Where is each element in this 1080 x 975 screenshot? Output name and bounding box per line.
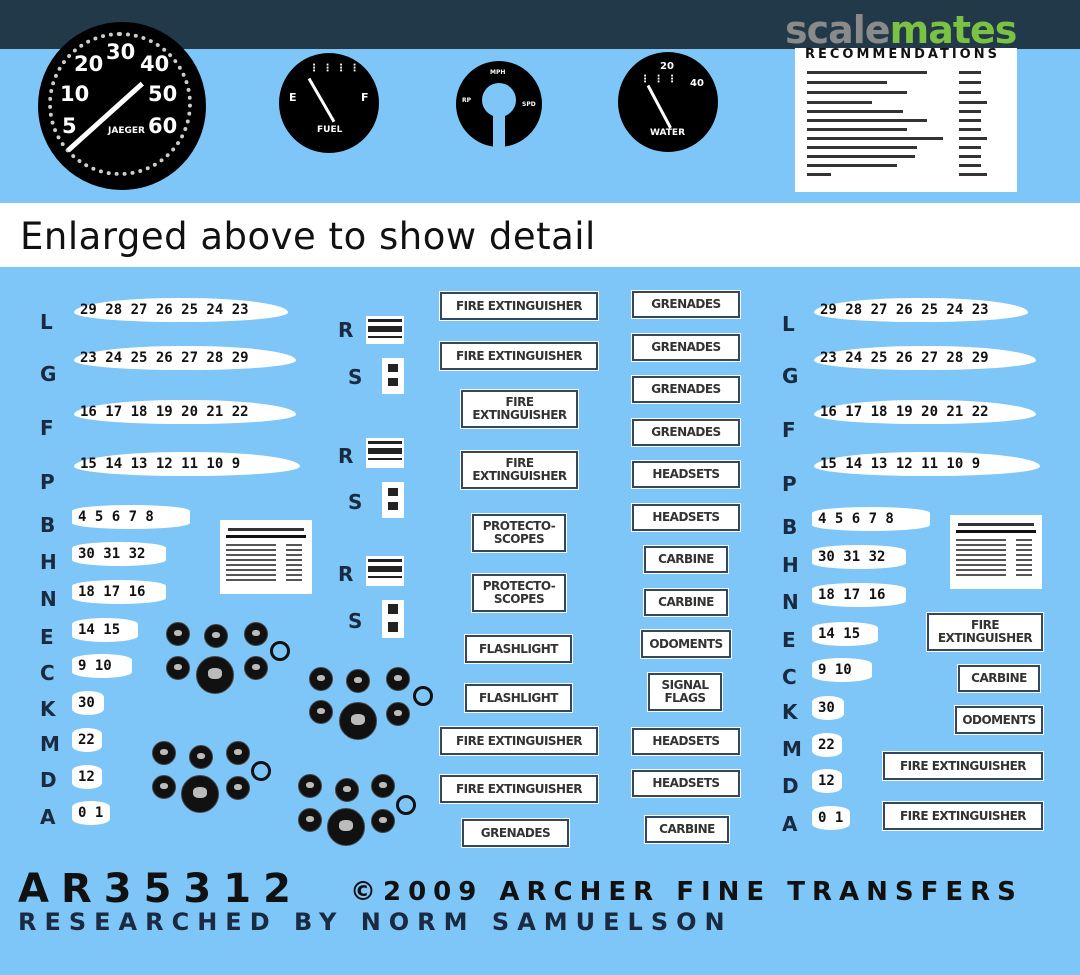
equipment-tag: FIRE EXTINGUISHER: [460, 389, 579, 429]
number-strip: 9 10: [812, 658, 872, 682]
equipment-tag: CARBINE: [957, 664, 1041, 693]
equipment-tag: ODOMENTS: [640, 629, 732, 659]
equipment-tag: FIRE EXTINGUISHER: [882, 801, 1044, 831]
needle-icon: [646, 84, 672, 129]
equipment-tag: CARBINE: [643, 545, 729, 574]
number-strip: 23 24 25 26 27 28 29: [814, 346, 1036, 370]
equipment-tag: GRENADES: [461, 818, 570, 848]
equipment-tag: ODOMENTS: [954, 705, 1044, 735]
equipment-tag: FIRE EXTINGUISHER: [882, 751, 1044, 781]
number-strip: 9 10: [72, 654, 132, 678]
number-strip: 14 15: [812, 622, 878, 646]
equipment-tag: FIRE EXTINGUISHER: [439, 774, 599, 804]
number-strip: 16 17 18 19 20 21 22: [814, 400, 1036, 424]
mini-recommendations-card: [220, 520, 312, 594]
number-strip: 18 17 16: [812, 583, 906, 607]
equipment-tag: HEADSETS: [631, 769, 741, 798]
copyright-text: ©2009 ARCHER FINE TRANSFERS: [350, 877, 1023, 907]
equipment-tag: GRENADES: [631, 375, 741, 404]
equipment-tag: FLASHLIGHT: [464, 683, 573, 713]
number-strip: 29 28 27 26 25 24 23: [74, 298, 288, 322]
number-strip: 14 15: [72, 618, 138, 642]
number-strip: 29 28 27 26 25 24 23: [814, 298, 1028, 322]
speedometer-gauge-icon: 20 30 40 10 50 5 60 JAEGER: [38, 22, 206, 190]
ring-gauge-icon: MPH RP SPD: [456, 61, 542, 149]
recommendations-card: RECOMMENDATIONS: [795, 47, 1017, 192]
number-strip: 22: [812, 733, 842, 757]
scalemates-logo[interactable]: scalemates: [785, 8, 1017, 52]
equipment-tag: FIRE EXTINGUISHER: [439, 341, 599, 371]
equipment-tag: GRENADES: [631, 418, 741, 447]
equipment-tag: CARBINE: [643, 588, 729, 617]
number-strip: 30 31 32: [812, 545, 906, 569]
equipment-tag: GRENADES: [631, 290, 741, 319]
equipment-tag: PROTECTO-SCOPES: [471, 573, 567, 613]
equipment-tag: HEADSETS: [631, 503, 741, 532]
equipment-tag: HEADSETS: [631, 727, 741, 756]
equipment-tag: CARBINE: [644, 815, 730, 844]
equipment-tag: FIRE EXTINGUISHER: [460, 450, 579, 490]
number-strip: 0 1: [72, 801, 110, 825]
equipment-tag: FIRE EXTINGUISHER: [439, 291, 599, 321]
number-strip: 0 1: [812, 806, 850, 830]
equipment-tag: GRENADES: [631, 333, 741, 362]
number-strip: 30: [72, 691, 104, 715]
number-strip: 4 5 6 7 8: [812, 507, 930, 531]
header-bar: [0, 0, 1080, 49]
equipment-tag: FLASHLIGHT: [464, 634, 573, 664]
needle-icon: [307, 77, 336, 123]
product-code: AR35312: [18, 866, 303, 912]
number-strip: 18 17 16: [72, 580, 166, 604]
temp-gauge-icon: 20 40 ⋮ ⋮ ⋮ WATER: [618, 52, 718, 152]
credit-text: RESEARCHED BY NORM SAMUELSON: [18, 908, 733, 936]
number-strip: 22: [72, 728, 102, 752]
number-strip: 12: [72, 765, 102, 789]
number-strip: 15 14 13 12 11 10 9: [814, 452, 1040, 476]
equipment-tag: FIRE EXTINGUISHER: [439, 726, 599, 756]
number-strip: 30 31 32: [72, 542, 166, 566]
number-strip: 16 17 18 19 20 21 22: [74, 400, 296, 424]
fuel-gauge-icon: E F ⋮ ⋮ ⋮ ⋮ FUEL: [279, 53, 379, 153]
equipment-tag: FIRE EXTINGUISHER: [926, 612, 1044, 652]
equipment-tag: PROTECTO-SCOPES: [471, 513, 567, 553]
number-strip: 30: [812, 696, 844, 720]
equipment-tag: SIGNAL FLAGS: [647, 672, 723, 712]
number-strip: 15 14 13 12 11 10 9: [74, 452, 300, 476]
number-strip: 23 24 25 26 27 28 29: [74, 346, 296, 370]
equipment-tag: HEADSETS: [631, 460, 741, 489]
mini-recommendations-card: [950, 515, 1042, 589]
caption-band: Enlarged above to show detail: [0, 203, 1080, 267]
number-strip: 4 5 6 7 8: [72, 505, 190, 529]
number-strip: 12: [812, 769, 842, 793]
